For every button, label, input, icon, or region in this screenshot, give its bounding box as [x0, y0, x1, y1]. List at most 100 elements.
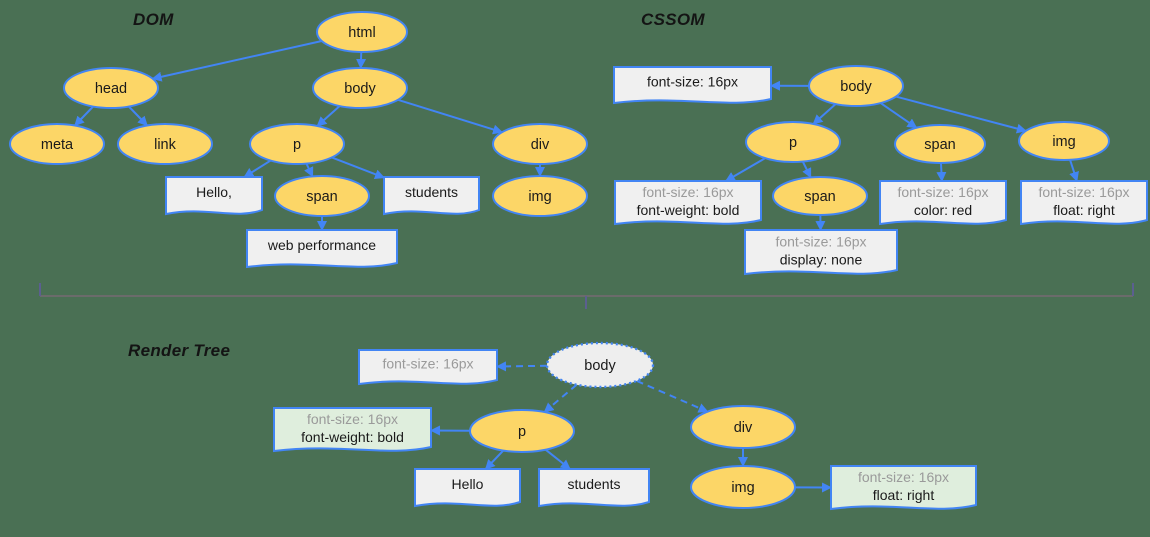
- edge-c_body-to-c_span1: [880, 102, 918, 129]
- box-hello[interactable]: Hello: [414, 468, 521, 508]
- box-text-line: float: right: [873, 487, 935, 503]
- node-body[interactable]: body: [545, 341, 655, 389]
- box-font-size-16px[interactable]: font-size: 16px: [613, 66, 772, 105]
- node-shape: [312, 67, 408, 109]
- node-label: meta: [41, 137, 74, 153]
- node-img[interactable]: img: [492, 175, 588, 217]
- node-shape: [274, 175, 370, 217]
- box-text-line: font-size: 16px: [642, 184, 733, 200]
- box-shape: [538, 468, 650, 508]
- box-text-line: Hello,: [196, 184, 232, 200]
- edge-head-to-link: [128, 105, 148, 127]
- box-shape: [383, 176, 480, 216]
- node-span[interactable]: span: [274, 175, 370, 217]
- node-label: img: [1052, 134, 1075, 150]
- node-shape: [808, 65, 904, 107]
- section-title-cssom: CSSOM: [641, 10, 705, 29]
- box-shape: [246, 229, 398, 269]
- box-web-performance[interactable]: web performance: [246, 229, 398, 269]
- node-span[interactable]: span: [894, 124, 986, 164]
- box-font-size-16px[interactable]: font-size: 16px color: red: [879, 180, 1007, 226]
- section-title-dom: DOM: [133, 10, 174, 29]
- box-text-line: font-size: 16px: [307, 411, 398, 427]
- box-shape: [614, 180, 762, 226]
- edge-r_body-to-rb_body: [496, 361, 548, 372]
- box-text-line: font-size: 16px: [897, 184, 988, 200]
- node-html[interactable]: html: [316, 11, 408, 53]
- box-shape: [273, 407, 432, 453]
- edge-c_img-to-b_img: [1069, 159, 1079, 182]
- node-label: img: [731, 480, 754, 496]
- box-font-size-16px[interactable]: font-size: 16px: [358, 349, 498, 386]
- edge-p-to-hello: [243, 159, 272, 178]
- node-label: body: [840, 79, 872, 95]
- node-label: span: [306, 189, 337, 205]
- edge-r_p-to-rb_hello: [484, 449, 504, 470]
- node-shape: [316, 11, 408, 53]
- edge-c_body-to-c_p: [812, 103, 837, 125]
- box-shape: [879, 180, 1007, 226]
- node-label: body: [584, 358, 616, 374]
- box-shape: [414, 468, 521, 508]
- node-shape: [545, 341, 655, 389]
- node-label: html: [348, 25, 375, 41]
- box-shape: [830, 465, 977, 511]
- node-label: img: [528, 189, 551, 205]
- node-shape: [690, 465, 796, 509]
- node-body[interactable]: body: [808, 65, 904, 107]
- box-text-line: students: [405, 184, 458, 200]
- node-shape: [690, 405, 796, 449]
- edge-html-to-body: [356, 51, 367, 70]
- box-text-line: Hello: [452, 476, 484, 492]
- box-shape: [744, 229, 898, 276]
- box-text-line: color: red: [914, 202, 972, 218]
- node-shape: [63, 67, 159, 109]
- node-label: div: [734, 420, 753, 436]
- node-label: div: [531, 137, 550, 153]
- node-label: link: [154, 137, 177, 153]
- node-body[interactable]: body: [312, 67, 408, 109]
- node-shape: [1018, 121, 1110, 161]
- node-label: span: [804, 189, 835, 205]
- node-shape: [469, 409, 575, 453]
- node-label: p: [789, 135, 797, 151]
- box-text-line: font-size: 16px: [382, 356, 473, 372]
- node-head[interactable]: head: [63, 67, 159, 109]
- box-students[interactable]: students: [383, 176, 480, 216]
- box-text-line: font-size: 16px: [647, 74, 738, 90]
- box-text-line: web performance: [267, 237, 376, 253]
- edge-p-to-span: [304, 163, 314, 178]
- node-label: span: [924, 137, 955, 153]
- node-img[interactable]: img: [690, 465, 796, 509]
- node-p[interactable]: p: [469, 409, 575, 453]
- box-shape: [1020, 180, 1148, 226]
- node-label: p: [518, 424, 526, 440]
- node-meta[interactable]: meta: [9, 123, 105, 165]
- box-shape: [165, 176, 263, 216]
- node-div[interactable]: div: [690, 405, 796, 449]
- edges-layer: [74, 39, 1079, 493]
- edge-head-to-meta: [74, 105, 94, 127]
- node-p[interactable]: p: [249, 123, 345, 165]
- node-shape: [249, 123, 345, 165]
- node-span[interactable]: span: [772, 176, 868, 216]
- node-p[interactable]: p: [745, 121, 841, 163]
- node-label: head: [95, 81, 127, 97]
- box-hello-[interactable]: Hello,: [165, 176, 263, 216]
- node-link[interactable]: link: [117, 123, 213, 165]
- box-text-line: font-weight: bold: [637, 202, 740, 218]
- node-label: p: [293, 137, 301, 153]
- box-font-size-16px[interactable]: font-size: 16px font-weight: bold: [614, 180, 762, 226]
- edge-c_p-to-c_span2: [801, 161, 812, 179]
- node-img[interactable]: img: [1018, 121, 1110, 161]
- section-title-render-tree: Render Tree: [128, 341, 231, 360]
- box-students[interactable]: students: [538, 468, 650, 508]
- node-div[interactable]: div: [492, 123, 588, 165]
